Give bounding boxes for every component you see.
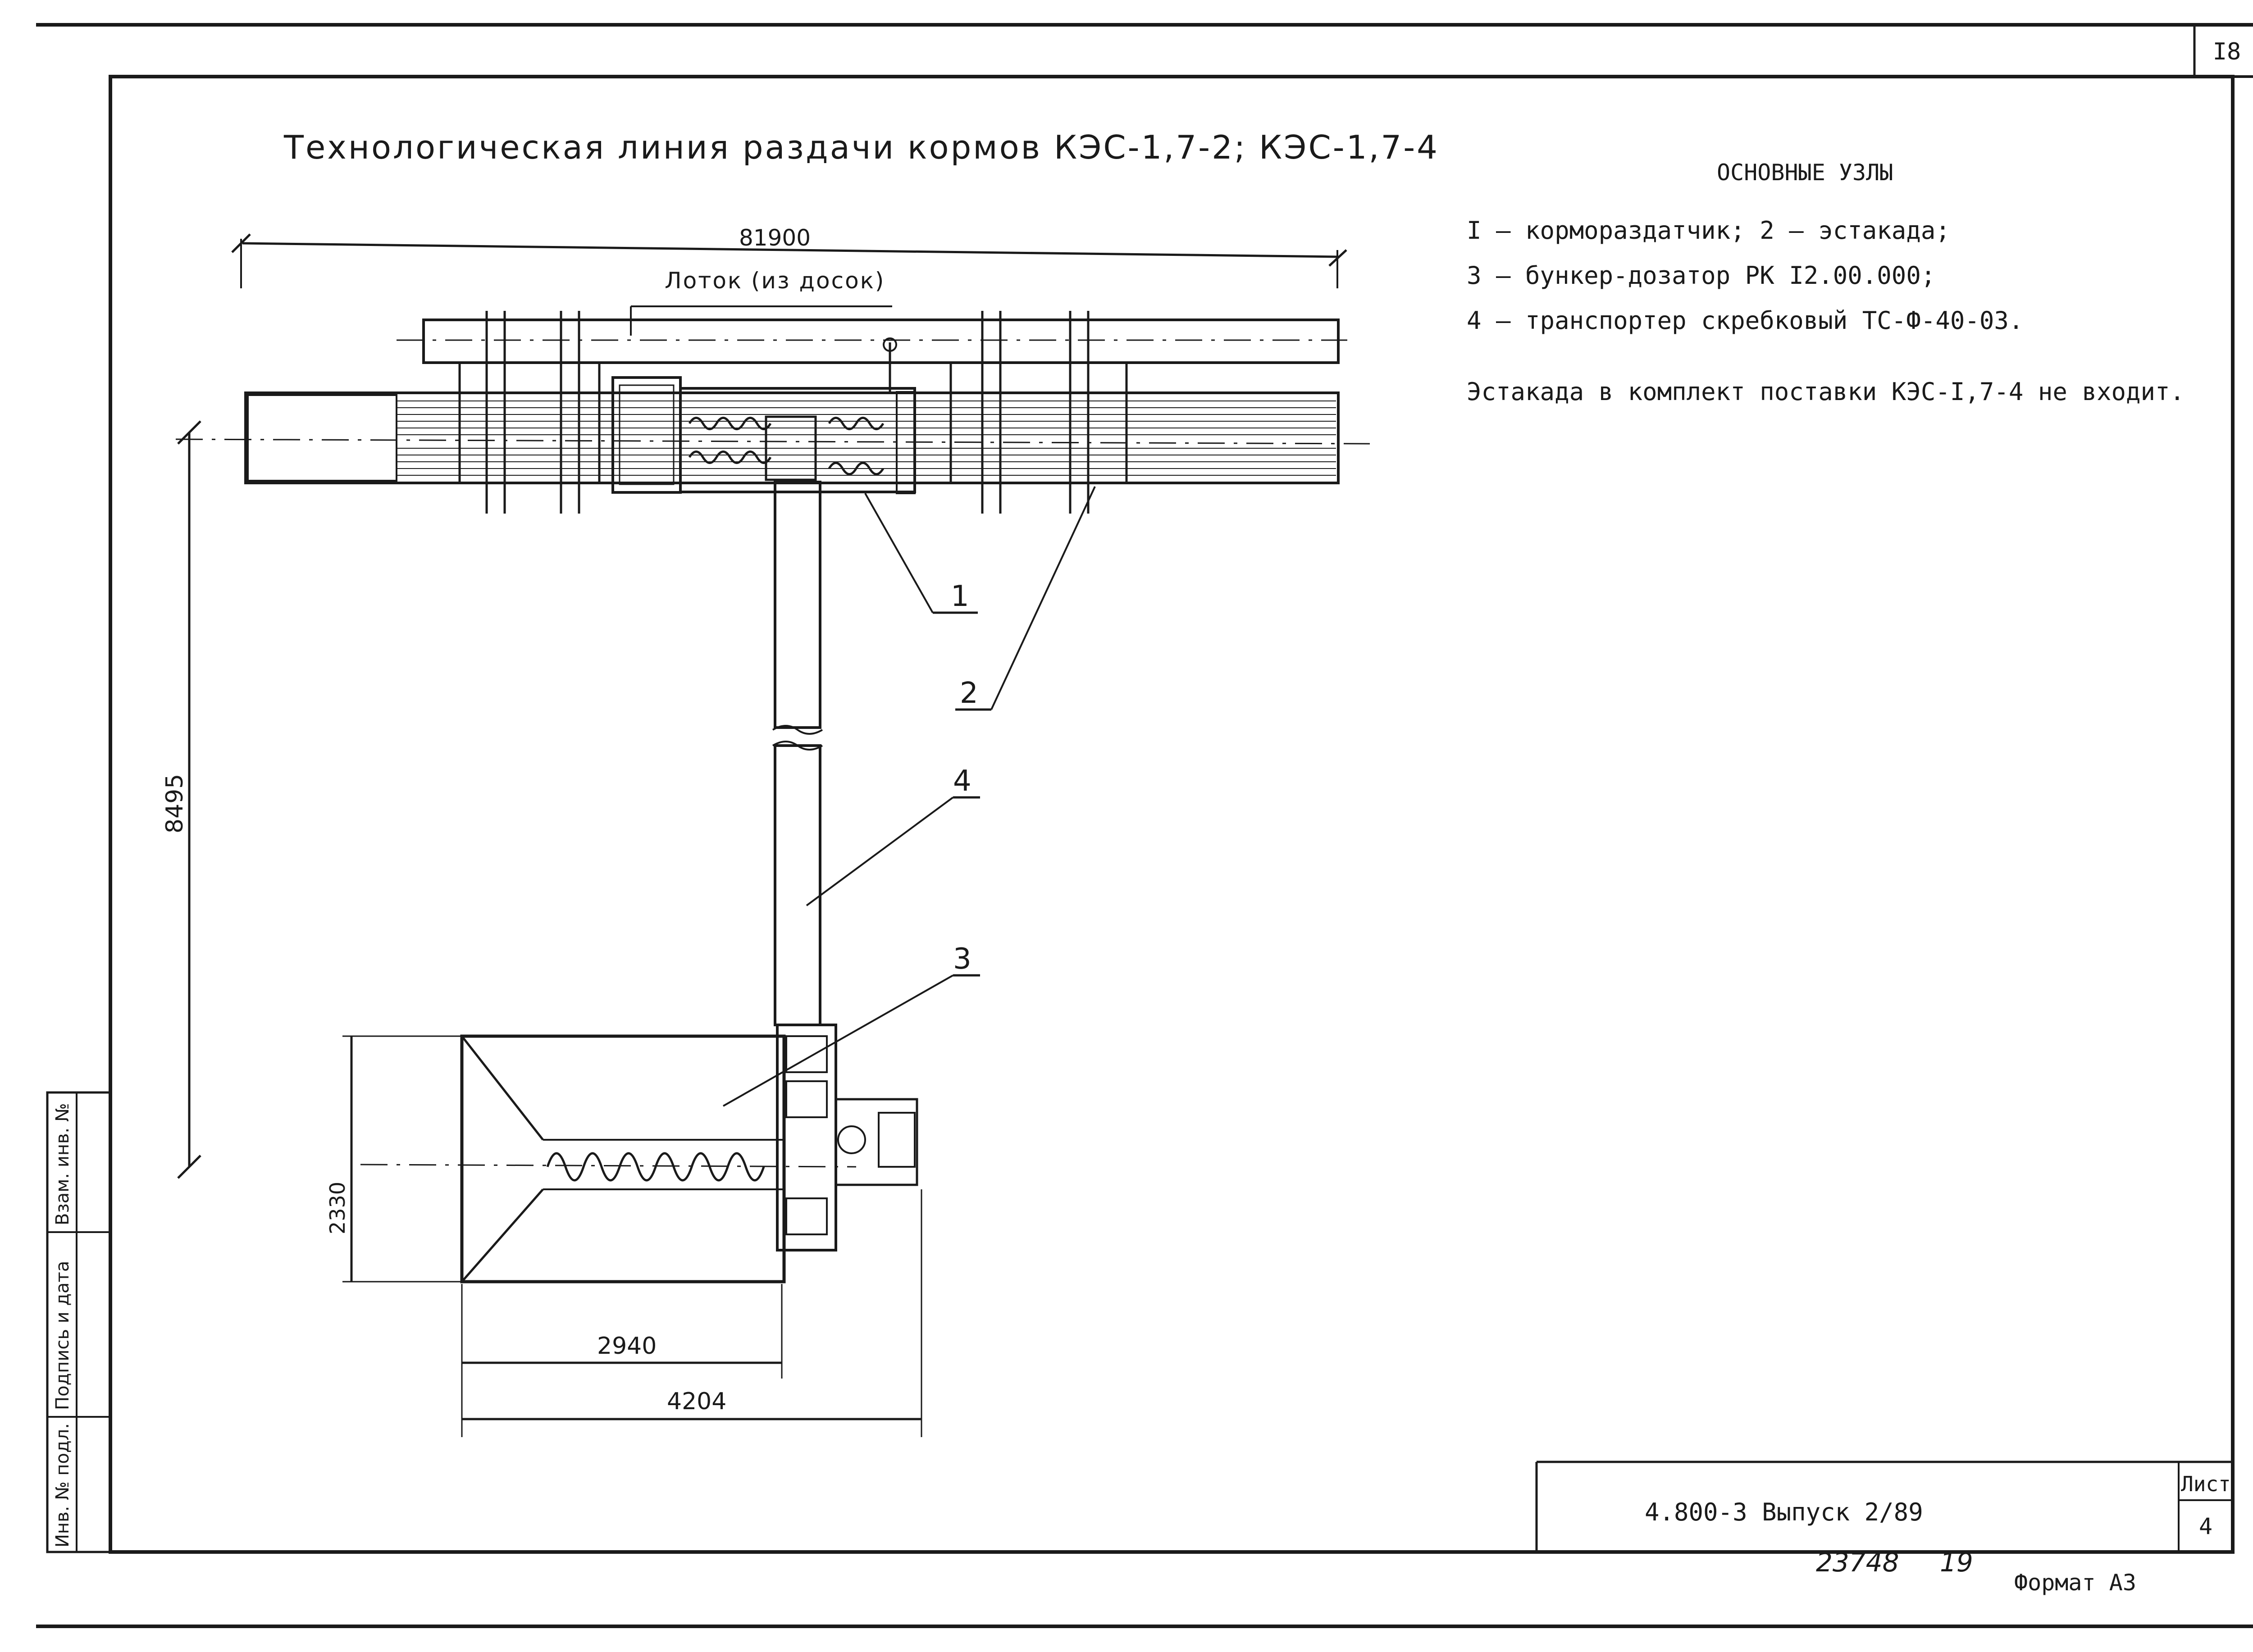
legend-line-1: I – кормораздатчик; 2 – эстакада; — [1467, 216, 1950, 245]
sheet-number: 4 — [2199, 1513, 2212, 1539]
page-number: I8 — [2213, 38, 2241, 65]
dimension-hopper-length: 2940 — [597, 1333, 657, 1360]
dimension-vertical-offset: 8495 — [161, 774, 188, 833]
dimension-hopper-width: 2330 — [325, 1182, 350, 1234]
sheet-label: Лист — [2181, 1472, 2231, 1496]
legend-line-3: 4 – транспортер скребковый ТС-Ф-40-03. — [1467, 306, 2023, 335]
archive-suffix: 19 — [1940, 1547, 1973, 1578]
callout-4: 4 — [953, 765, 971, 798]
dimension-overall-length: 81900 — [739, 225, 811, 251]
callout-1: 1 — [951, 580, 969, 613]
legend-line-2: 3 – бункер-дозатор РК I2.00.000; — [1467, 261, 1935, 290]
stamp-replaced-inv: Взам. инв. № — [52, 1103, 73, 1225]
stamp-original-inv: Инв. № подл. — [52, 1423, 73, 1547]
format-label: Формат А3 — [2014, 1570, 2136, 1596]
feeding-line-assembly — [175, 233, 1370, 1437]
document-code: 4.800-3 Выпуск 2/89 — [1645, 1498, 1923, 1526]
trough-label: Лоток (из досок) — [665, 268, 885, 294]
sheet-frame — [36, 23, 2253, 1628]
callout-3: 3 — [953, 942, 971, 976]
archive-number: 23748 — [1816, 1547, 1899, 1578]
legend-heading: ОСНОВНЫЕ УЗЛЫ — [1717, 159, 1893, 186]
callout-2: 2 — [960, 677, 978, 710]
drawing-title: Технологическая линия раздачи кормов КЭС… — [283, 128, 1439, 166]
stamp-signature-date: Подпись и дата — [52, 1261, 73, 1410]
legend-note: Эстакада в комплект поставки КЭС-I,7-4 н… — [1467, 378, 2185, 406]
dimension-total-length: 4204 — [667, 1388, 726, 1415]
title-block — [1535, 1461, 2233, 1552]
side-stamp — [46, 1091, 112, 1553]
